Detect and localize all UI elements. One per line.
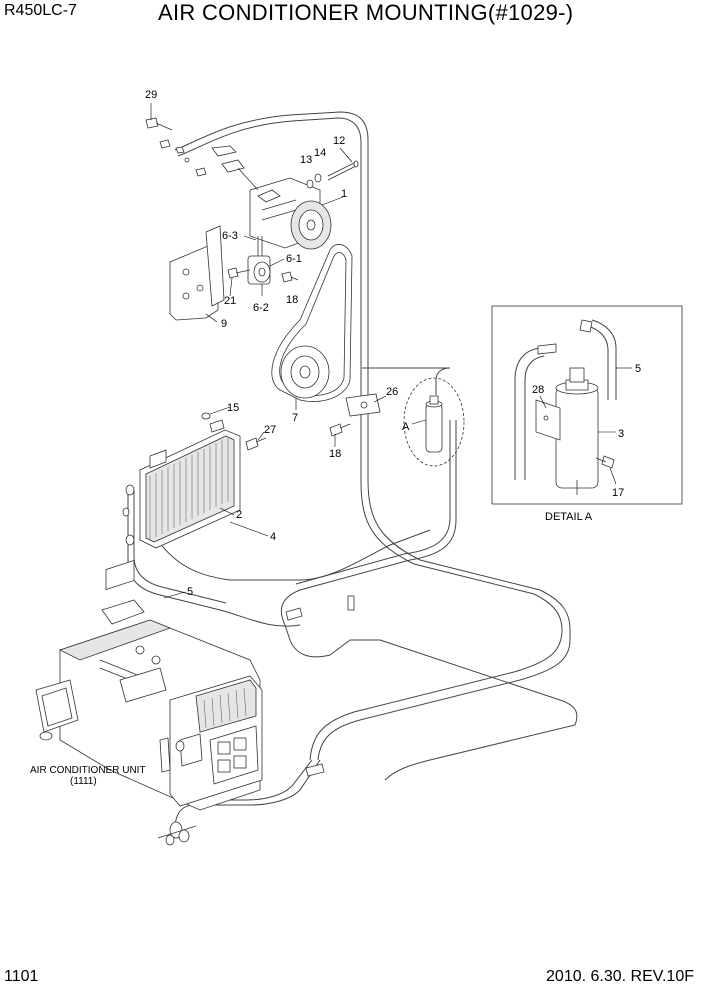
callout-17: 17 xyxy=(612,487,624,499)
callout-A: A xyxy=(402,421,410,433)
hose-clips xyxy=(285,595,355,777)
callout-6-1: 6-1 xyxy=(286,253,302,265)
page-number: 1101 xyxy=(4,968,39,985)
condenser-fittings xyxy=(122,484,135,546)
bolt-21 xyxy=(227,267,251,279)
callout-15: 15 xyxy=(227,402,239,414)
callout-27: 27 xyxy=(264,424,276,436)
bolt-12 xyxy=(306,160,359,189)
callout-2: 2 xyxy=(236,509,242,521)
receiver-drier xyxy=(403,377,465,467)
hose-routing xyxy=(127,111,578,831)
ac-unit-fittings xyxy=(157,740,197,846)
callout-5-detail: 5 xyxy=(635,363,641,375)
callout-4: 4 xyxy=(270,531,276,543)
air-conditioner-unit xyxy=(35,559,263,811)
callout-9: 9 xyxy=(221,318,227,330)
callout-5-lower: 5 xyxy=(187,586,193,598)
bolt-29 xyxy=(145,117,173,131)
callout-18-lower: 18 xyxy=(329,448,341,460)
callout-18-upper: 18 xyxy=(286,294,298,306)
compressor xyxy=(249,177,332,250)
callout-26: 26 xyxy=(386,386,398,398)
tensioner xyxy=(247,236,271,285)
callout-21: 21 xyxy=(224,295,236,307)
callout-28: 28 xyxy=(532,384,544,396)
leader-lines xyxy=(150,103,632,599)
detail-a-box xyxy=(491,305,683,505)
page-title: AIR CONDITIONER MOUNTING(#1029-) xyxy=(158,0,574,25)
callout-6-2: 6-2 xyxy=(253,302,269,314)
detail-a-caption: DETAIL A xyxy=(545,511,593,523)
callout-7: 7 xyxy=(292,412,298,424)
ac-unit-caption-line2: (1111) xyxy=(70,776,97,787)
callout-29: 29 xyxy=(145,89,157,101)
clamp-26 xyxy=(345,393,381,417)
callout-12: 12 xyxy=(333,135,345,147)
callout-13: 13 xyxy=(300,154,312,166)
condenser xyxy=(139,412,267,549)
callout-labels: 29 12 13 14 1 6-3 6-1 6-2 18 21 9 7 26 1… xyxy=(145,89,641,598)
callout-14: 14 xyxy=(314,147,326,159)
bolt-18-upper xyxy=(281,271,299,283)
revision-date: 2010. 6.30. REV.10F xyxy=(546,968,694,985)
ac-unit-caption-line1: AIR CONDITIONER UNIT xyxy=(30,765,146,776)
model-label: R450LC-7 xyxy=(4,2,77,19)
callout-1: 1 xyxy=(341,188,347,200)
compressor-fittings xyxy=(159,139,259,191)
bolt-18-lower xyxy=(329,423,351,437)
bracket-9 xyxy=(169,225,225,321)
callout-3: 3 xyxy=(618,428,624,440)
belt-7 xyxy=(271,243,353,402)
callout-6-3: 6-3 xyxy=(222,230,238,242)
